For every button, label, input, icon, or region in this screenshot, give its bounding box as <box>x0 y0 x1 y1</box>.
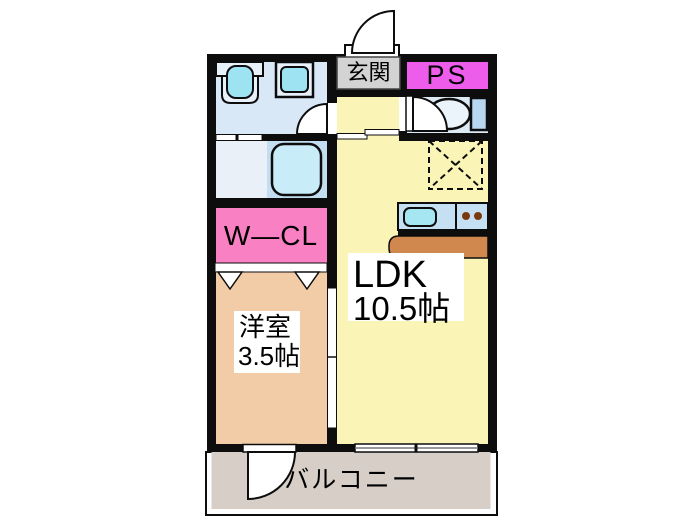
closet-door-triangle <box>293 271 321 291</box>
closet-door-symbols <box>216 271 321 291</box>
closet-opening-strip <box>214 262 328 273</box>
closet-door-triangle <box>216 271 244 291</box>
washroom-door-swing-arc <box>295 102 328 135</box>
bath-folding-door <box>237 134 263 141</box>
ldk-label-box <box>348 253 464 321</box>
sliding-door-western-room <box>327 287 337 429</box>
pipe-space-area <box>407 62 488 89</box>
stove-burner <box>462 212 470 220</box>
toilet-door-opening <box>399 97 407 131</box>
bathroom-area <box>215 141 267 198</box>
hall-sliding-door <box>336 133 368 140</box>
walk-in-closet-area <box>215 208 327 263</box>
wall-right <box>488 54 497 452</box>
hall-sliding-door <box>364 129 400 136</box>
washing-machine <box>280 66 309 93</box>
balcony-door-swing-arc <box>247 451 297 501</box>
wall-bottom <box>207 444 497 452</box>
wall-left <box>207 54 216 452</box>
door-swings <box>247 9 449 501</box>
ldk-size-label: 10.5帖 <box>353 290 451 327</box>
genkan-label: 玄関 <box>346 60 391 85</box>
wall-under-genkan-ps <box>337 89 488 97</box>
pipe-space-label: PS <box>426 60 469 90</box>
balcony-door-threshold <box>242 443 297 453</box>
bath-folding-door <box>215 134 237 141</box>
balcony-label: バルコニー <box>284 466 419 494</box>
genkan-label-box <box>336 56 401 90</box>
window-center-tick <box>414 444 418 452</box>
western-room-size-label: 3.5帖 <box>238 341 301 371</box>
toilet-tank <box>469 96 489 132</box>
entrance-door-swing-arc <box>350 9 395 54</box>
wall-center-divider <box>327 54 337 452</box>
wall-washroom-bath <box>215 134 327 141</box>
bathtub <box>270 142 323 197</box>
western-room-label: 洋室 <box>239 312 292 342</box>
stove-burner <box>474 212 482 220</box>
wall-toilet-bottom <box>399 133 488 141</box>
toilet-door-swing-arc <box>412 95 449 132</box>
wall-bath-wcl <box>215 198 327 208</box>
washroom-door-opening <box>327 103 337 134</box>
refrigerator-space <box>428 140 483 190</box>
kitchen-counter-base <box>398 230 488 236</box>
washbasin-bowl <box>226 65 254 99</box>
label-boxes <box>234 56 464 373</box>
walk-in-closet-label: W—CL <box>223 219 319 251</box>
western-room-label-box <box>234 311 300 373</box>
kitchen-sink <box>403 207 437 227</box>
ldk-label: LDK <box>353 254 427 296</box>
